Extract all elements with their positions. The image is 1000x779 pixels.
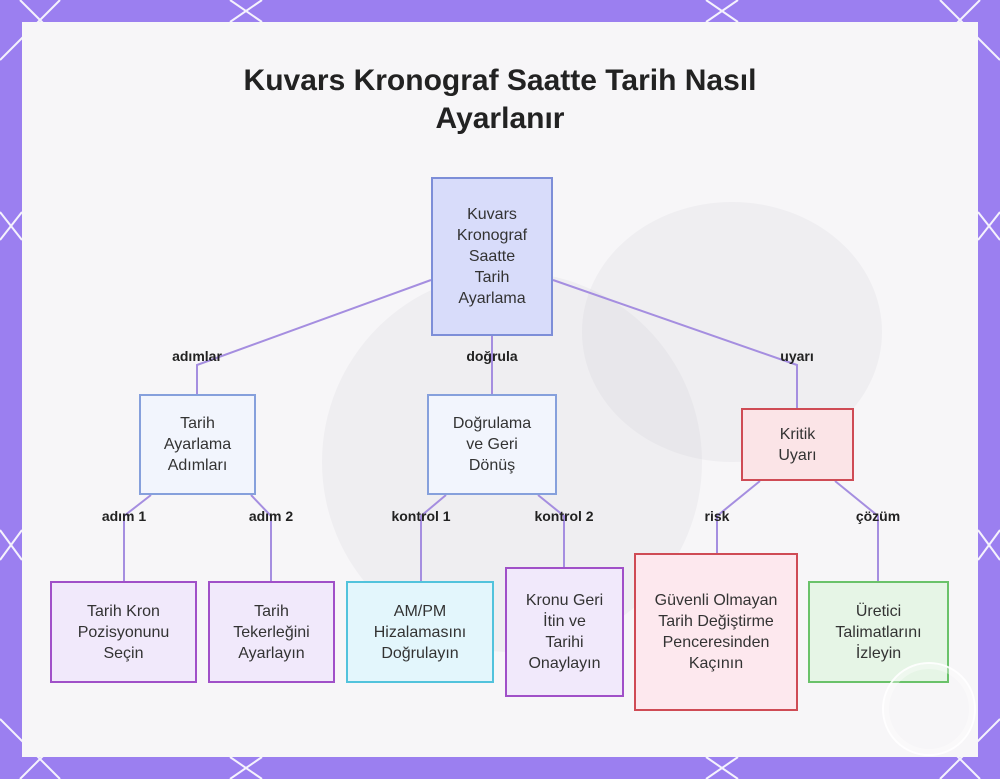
edge-label-solution: çözüm [855,508,901,524]
node-avoid-unsafe-window-label: Güvenli Olmayan Tarih Değiştirme Pencere… [654,592,778,672]
node-check-ampm-label: AM/PM Hizalamasını Doğrulayın [373,602,467,662]
node-check-ampm: AM/PM Hizalamasını Doğrulayın [346,581,494,683]
edge-label-risk: risk [704,508,730,524]
edge-label-check1: kontrol 1 [391,508,451,524]
node-select-crown-label: Tarih Kron Pozisyonunu Seçin [77,602,170,662]
node-adjust-wheel: Tarih Tekerleğini Ayarlayın [208,581,335,683]
node-verify-return-label: Doğrulama ve Geri Dönüş [452,415,532,474]
node-root-label: Kuvars Kronograf Saatte Tarih Ayarlama [456,206,528,307]
edge-label-check2: kontrol 2 [534,508,594,524]
node-follow-instructions-label: Üretici Talimatlarını İzleyin [835,602,922,662]
node-adjust-wheel-label: Tarih Tekerleğini Ayarlayın [233,602,310,662]
node-date-steps-label: Tarih Ayarlama Adımları [163,415,232,474]
node-critical-warning: Kritik Uyarı [741,408,854,481]
edge-label-warning: uyarı [780,348,814,364]
node-critical-warning-label: Kritik Uyarı [778,425,817,464]
edge-label-steps: adımlar [172,348,222,364]
node-date-steps: Tarih Ayarlama Adımları [139,394,256,495]
edge-label-verify: doğrula [466,348,518,364]
diagram-title: Kuvars Kronograf Saatte Tarih Nasıl Ayar… [243,64,757,135]
node-avoid-unsafe-window: Güvenli Olmayan Tarih Değiştirme Pencere… [634,553,798,711]
node-verify-return: Doğrulama ve Geri Dönüş [427,394,557,495]
node-root: Kuvars Kronograf Saatte Tarih Ayarlama [431,177,553,336]
node-select-crown: Tarih Kron Pozisyonunu Seçin [50,581,197,683]
node-push-crown-label: Kronu Geri İtin ve Tarihi Onaylayın [525,592,604,672]
watermark-seal-icon [882,662,976,756]
edge-label-step2: adım 2 [248,508,294,524]
edge-label-step1: adım 1 [101,508,147,524]
node-push-crown: Kronu Geri İtin ve Tarihi Onaylayın [505,567,624,697]
